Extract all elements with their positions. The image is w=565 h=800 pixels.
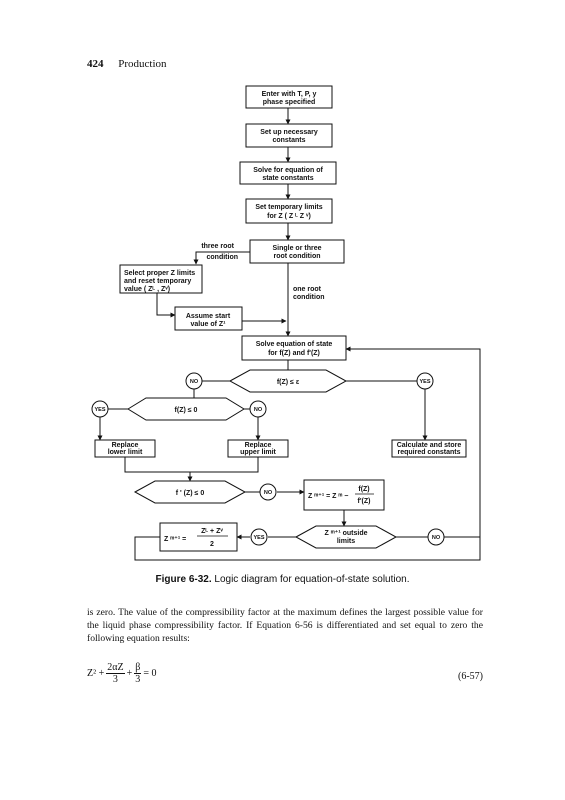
select-text-2: and reset temporary xyxy=(124,278,191,285)
box-enter xyxy=(245,85,333,109)
enter-text-1: Enter with T, P, y xyxy=(262,91,317,98)
single-three-text-1: Single or three xyxy=(272,245,321,252)
no-label-3: NO xyxy=(264,490,273,496)
running-header: 424 Production xyxy=(87,58,167,70)
yes-label-3: YES xyxy=(253,535,264,541)
yes-circle-1 xyxy=(416,372,434,390)
newton-den: f'(Z) xyxy=(358,498,371,505)
newton-lhs: Z ᵐ⁺¹ = Z ᵐ − xyxy=(308,492,348,500)
box-calculate-store xyxy=(391,439,467,458)
setup-text-1: Set up necessary xyxy=(260,129,318,136)
eq-fraction-1: 2αZ 3 xyxy=(106,662,125,685)
one-root-label-2: condition xyxy=(293,294,325,301)
equation-6-57: Z² + 2αZ 3 + β 3 = 0 (6-57) xyxy=(87,662,483,685)
setup-text-2: constants xyxy=(272,137,305,144)
body-paragraph: is zero. The value of the compressibilit… xyxy=(87,607,483,644)
eq-frac1-num: 2αZ xyxy=(106,662,125,674)
box-temp-limits xyxy=(245,198,333,224)
eq-fraction-2: β 3 xyxy=(134,662,142,685)
decision-outside-text-2: limits xyxy=(337,538,355,545)
eq-frac1-den: 3 xyxy=(112,674,118,685)
eq-frac2-num: β xyxy=(134,662,142,674)
decision-outside-text-1: Z ᵐ⁺¹ outside xyxy=(324,529,367,537)
temp-limits-text-1: Set temporary limits xyxy=(255,204,322,211)
solve-f-text-2: for f(Z) and f'(Z) xyxy=(268,350,320,357)
no-circle-1 xyxy=(185,372,203,390)
calc-store-text-2: required constants xyxy=(397,449,460,456)
three-root-label-1: three root xyxy=(201,243,234,250)
bisect-lhs: Z ᵐ⁺¹ = xyxy=(164,535,186,543)
select-text-3: value ( Zᴸ , Zᵛ) xyxy=(124,286,170,293)
box-solve-f xyxy=(241,335,347,361)
no-label-2: NO xyxy=(254,407,263,413)
assume-text-2: value of Z¹ xyxy=(190,321,226,328)
calc-store-text-1: Calculate and store xyxy=(397,442,462,449)
single-three-text-2: root condition xyxy=(273,253,320,260)
solve-const-text-1: Solve for equation of xyxy=(253,167,323,174)
yes-label-1: YES xyxy=(419,379,430,385)
decision-fprime-text: f ' (Z) ≤ 0 xyxy=(176,490,205,497)
yes-circle-3 xyxy=(250,528,268,546)
yes-circle-2 xyxy=(91,400,109,418)
eq-frac2-den: 3 xyxy=(135,674,141,685)
select-text-1: Select proper Z limits xyxy=(124,270,195,277)
decision-outside-limits xyxy=(294,525,398,549)
enter-text-2: phase specified xyxy=(263,99,316,106)
replace-upper-text-2: upper limit xyxy=(240,449,276,456)
no-circle-2 xyxy=(249,400,267,418)
eq-lhs: Z² + xyxy=(87,668,105,679)
eq-plus: + xyxy=(126,668,133,679)
decision-f-le-eps-text: f(Z) ≤ ε xyxy=(277,379,300,386)
replace-lower-text-2: lower limit xyxy=(108,449,143,456)
replace-upper-text-1: Replace xyxy=(245,442,272,449)
box-replace-lower xyxy=(94,439,156,458)
box-solve-constants xyxy=(239,161,337,185)
box-single-three-root xyxy=(249,239,345,264)
temp-limits-text-2: for Z ( Z ᴸ Z ᵛ) xyxy=(267,213,311,220)
logic-flow-diagram: Enter with T, P, y phase specified Set u… xyxy=(91,85,481,561)
figure-label: Figure 6-32. xyxy=(155,574,212,585)
bisect-den: 2 xyxy=(210,541,214,548)
figure-caption-text: Logic diagram for equation-of-state solu… xyxy=(211,574,410,585)
decision-f-le-0 xyxy=(127,397,245,421)
eq-rhs: = 0 xyxy=(143,668,157,679)
replace-lower-text-1: Replace xyxy=(112,442,139,449)
box-assume-start xyxy=(174,306,243,331)
box-bisection-update xyxy=(159,522,238,552)
assume-text-1: Assume start xyxy=(186,313,231,320)
no-circle-3 xyxy=(259,483,277,501)
no-label-1: NO xyxy=(190,379,199,385)
no-circle-4 xyxy=(427,528,445,546)
box-select-limits xyxy=(119,264,203,294)
page-number: 424 xyxy=(87,58,104,70)
three-root-label-2: condition xyxy=(207,254,239,261)
yes-label-2: YES xyxy=(94,407,105,413)
figure-caption: Figure 6-32. Logic diagram for equation-… xyxy=(0,574,565,585)
box-replace-upper xyxy=(227,439,289,458)
solve-f-text-1: Solve equation of state xyxy=(256,341,333,348)
box-setup-constants xyxy=(245,123,333,148)
solve-const-text-2: state constants xyxy=(262,175,313,182)
newton-num: f(Z) xyxy=(358,486,369,493)
decision-f-le-0-text: f(Z) ≤ 0 xyxy=(175,407,198,414)
bisect-num: Zᴸ + Zᵛ xyxy=(201,528,223,535)
decision-fprime-le-0 xyxy=(133,480,247,504)
section-title: Production xyxy=(118,58,167,70)
box-newton-update xyxy=(303,479,385,511)
decision-f-le-eps xyxy=(228,369,348,393)
one-root-label-1: one root xyxy=(293,286,322,293)
equation-number: (6-57) xyxy=(458,671,483,682)
no-label-4: NO xyxy=(432,535,441,541)
